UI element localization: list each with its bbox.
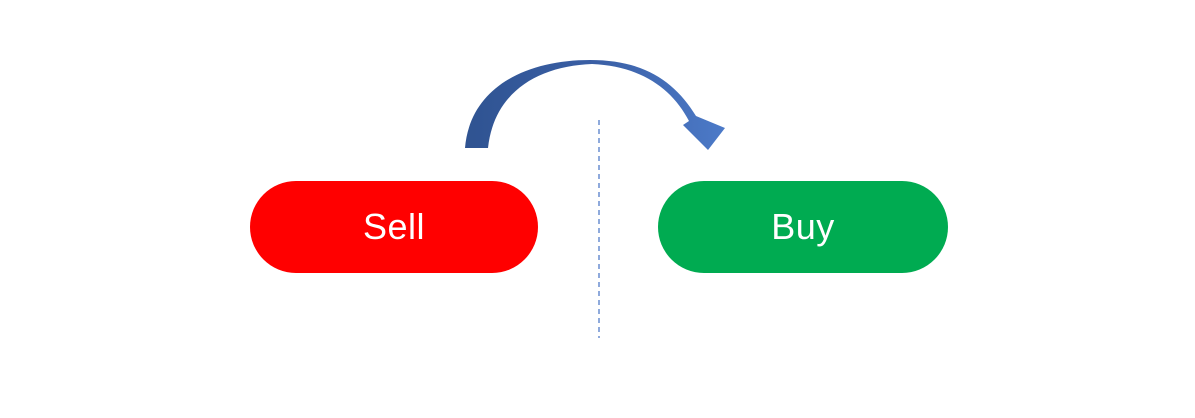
- curved-arrow-path: [465, 60, 725, 150]
- buy-button[interactable]: Buy: [658, 181, 948, 273]
- dashed-divider: [598, 120, 600, 338]
- sell-button[interactable]: Sell: [250, 181, 538, 273]
- buy-button-label: Buy: [771, 206, 835, 247]
- sell-button-label: Sell: [362, 206, 426, 247]
- curved-arrow-icon: [465, 60, 725, 150]
